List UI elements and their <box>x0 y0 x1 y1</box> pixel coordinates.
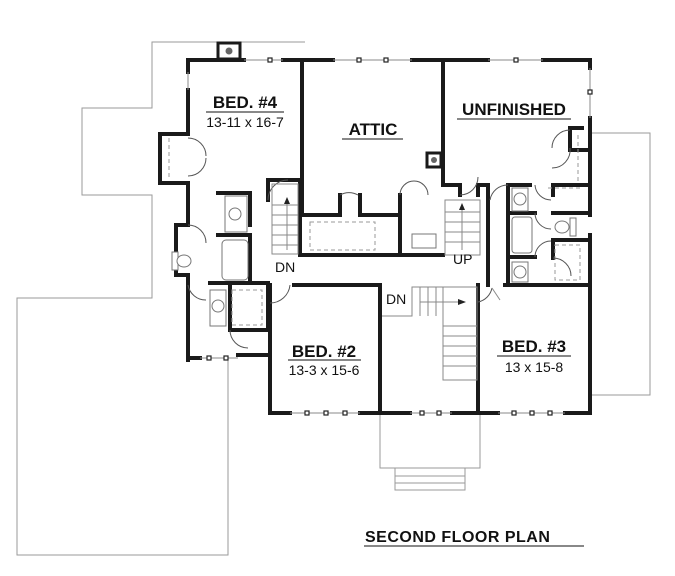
plan-title-text: SECOND FLOOR PLAN <box>365 529 550 546</box>
room-unfinished-label: UNFINISHED <box>457 100 571 120</box>
room-dimensions: 13-11 x 16-7 <box>206 114 284 130</box>
roof-outline <box>16 41 651 556</box>
doors <box>187 129 572 349</box>
room-dimensions: 13 x 15-8 <box>505 359 564 375</box>
room-name: ATTIC <box>349 120 398 139</box>
stair-label-up: UP <box>453 251 472 267</box>
stairs <box>271 183 501 381</box>
room-bed2-label: BED. #2 13-3 x 15-6 <box>288 342 361 378</box>
room-name: BED. #4 <box>213 93 278 112</box>
room-name: UNFINISHED <box>462 100 566 119</box>
stair-label-dn-main: DN <box>386 291 406 307</box>
room-bed4-label: BED. #4 13-11 x 16-7 <box>206 93 284 130</box>
room-name: BED. #3 <box>502 337 566 356</box>
room-attic-label: ATTIC <box>342 120 403 140</box>
room-bed3-label: BED. #3 13 x 15-8 <box>497 337 571 375</box>
stair-label-dn-left: DN <box>275 259 295 275</box>
windows <box>187 57 593 416</box>
bath-fixtures <box>171 187 577 327</box>
room-dimensions: 13-3 x 15-6 <box>289 362 360 378</box>
room-name: BED. #2 <box>292 342 356 361</box>
walls <box>158 58 592 415</box>
plan-title: SECOND FLOOR PLAN <box>364 529 584 547</box>
closets <box>168 135 581 326</box>
